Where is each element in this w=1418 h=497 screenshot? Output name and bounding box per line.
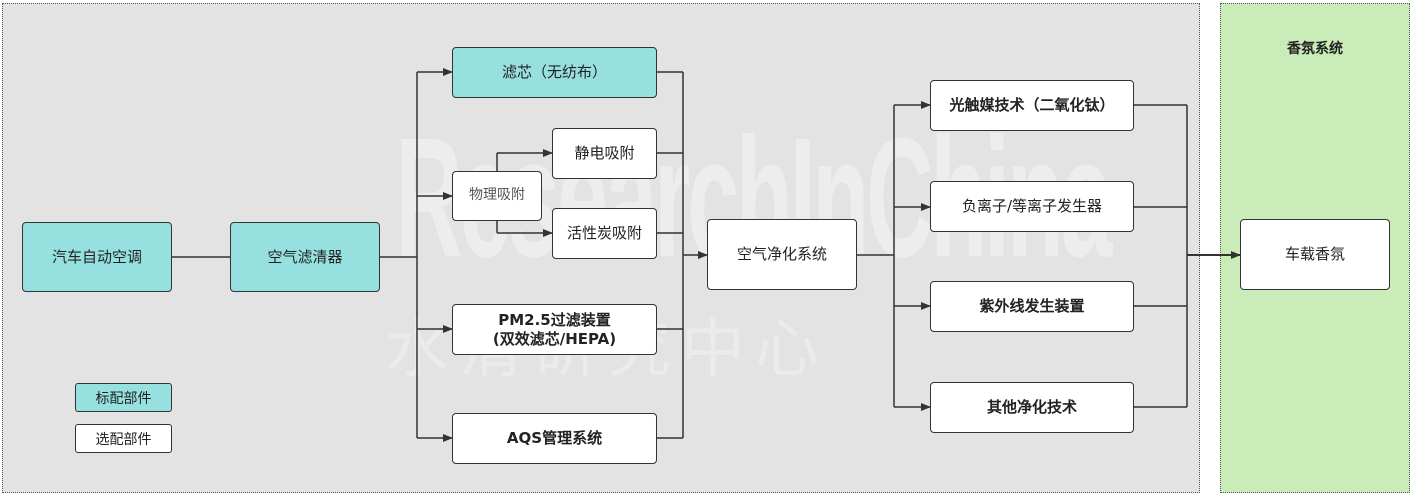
node-filter-core: 滤芯（无纺布）	[452, 47, 657, 98]
node-hvac: 汽车自动空调	[22, 222, 172, 292]
node-photocatalyst: 光触媒技术（二氧化钛）	[930, 80, 1134, 131]
legend-standard: 标配部件	[75, 383, 172, 412]
legend-optional: 选配部件	[75, 424, 172, 453]
node-air-filter: 空气滤清器	[230, 222, 380, 292]
node-activated-carbon-adsorption: 活性炭吸附	[552, 208, 657, 259]
node-electrostatic-adsorption: 静电吸附	[552, 128, 657, 179]
pm25-line-1: PM2.5过滤装置	[498, 310, 611, 329]
node-uv: 紫外线发生装置	[930, 281, 1134, 332]
node-aqs: AQS管理系统	[452, 413, 657, 464]
node-physical-adsorption: 物理吸附	[452, 171, 542, 221]
node-other-purification: 其他净化技术	[930, 382, 1134, 433]
fragrance-region-title: 香氛系统	[1287, 41, 1343, 57]
node-pm25-filter: PM2.5过滤装置 (双效滤芯/HEPA)	[452, 304, 657, 355]
node-negative-ion: 负离子/等离子发生器	[930, 181, 1134, 232]
node-air-purification-system: 空气净化系统	[707, 219, 857, 290]
pm25-line-2: (双效滤芯/HEPA)	[492, 329, 617, 348]
node-fragrance: 车载香氛	[1240, 219, 1390, 290]
